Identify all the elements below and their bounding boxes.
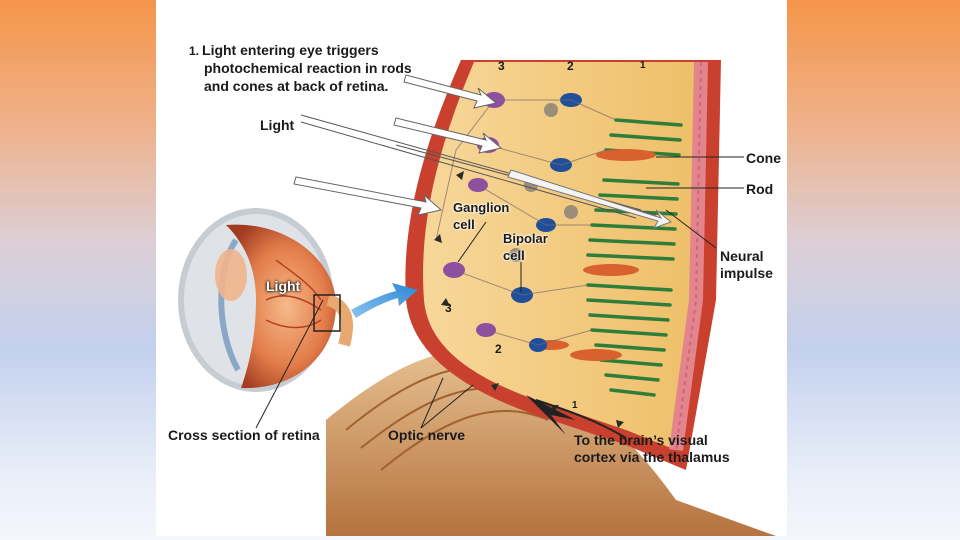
bipolar-label-2: cell [503, 248, 525, 263]
layer-number-mid-2: 2 [495, 342, 502, 356]
optic-nerve-shape [326, 349, 776, 536]
layer-number-top-1: 1 [640, 60, 646, 71]
layer-number-top-3: 3 [498, 59, 505, 73]
step-description: 1.Light entering eye triggers [189, 42, 379, 60]
neural-impulse-label-1: Neural [720, 248, 764, 264]
layer-number-mid-3: 3 [445, 301, 452, 315]
leader-lines [255, 156, 744, 429]
eyeball [178, 208, 353, 392]
neural-impulse-label-2: impulse [720, 265, 773, 281]
step-line-2: photochemical reaction in rods [204, 60, 412, 76]
light-label-top: Light [260, 117, 295, 133]
brain-label-2: cortex via the thalamus [574, 449, 730, 465]
step-number: 1. [189, 44, 200, 58]
light-label-eye: Light [266, 278, 301, 294]
optic-nerve-label: Optic nerve [388, 427, 466, 443]
retina-diagram [178, 60, 776, 536]
ganglion-label-1: Ganglion [453, 200, 510, 215]
ganglion-label-2: cell [453, 217, 475, 232]
light-arrows [293, 74, 503, 216]
cone-label: Cone [746, 150, 781, 166]
cones [533, 149, 656, 361]
brain-arrow [526, 395, 576, 435]
rod-label: Rod [746, 181, 774, 197]
layer-number-bottom-1: 1 [572, 400, 578, 411]
brain-label-1: To the brain’s visual [574, 432, 708, 448]
cross-section-label: Cross section of retina [168, 427, 320, 443]
neural-impulse-arrow [507, 169, 673, 229]
flow-arrows [434, 171, 624, 428]
layer-number-top-2: 2 [567, 59, 574, 73]
zoom-arrow [351, 283, 418, 318]
step-line-3: and cones at back of retina. [204, 78, 389, 94]
slide: 1.Light entering eye triggers photochemi… [156, 0, 787, 536]
step-line-1: Light entering eye triggers [202, 42, 379, 58]
zoom-box [313, 294, 341, 332]
bipolar-label-1: Bipolar [503, 231, 548, 246]
